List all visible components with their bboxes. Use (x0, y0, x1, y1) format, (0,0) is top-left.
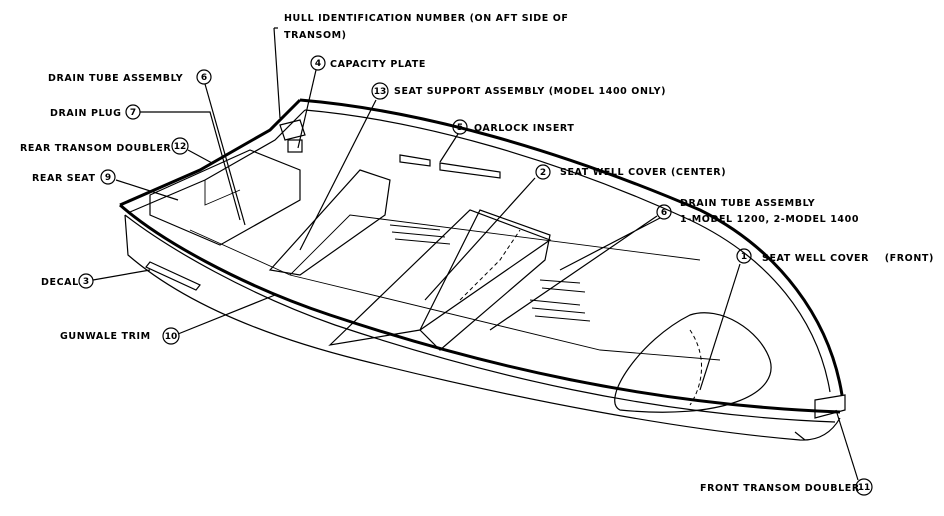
callout-circle-10 (162, 327, 180, 345)
callout-circle-2 (535, 164, 551, 180)
seat-support-label: SEAT SUPPORT ASSEMBLY (MODEL 1400 ONLY) (394, 86, 666, 97)
callout-number-7: 7 (130, 108, 136, 118)
callout-number-6-right: 6 (661, 208, 667, 218)
callout-number-9: 9 (105, 173, 111, 183)
drain-tube-right-label-line2: 1-MODEL 1200, 2-MODEL 1400 (680, 214, 859, 225)
rear-seat-label: REAR SEAT (32, 173, 96, 184)
drain-tube-left-label: DRAIN TUBE ASSEMBLY (48, 73, 183, 84)
callout-circle-1 (736, 248, 752, 264)
front-transom-doubler-label: FRONT TRANSOM DOUBLER (700, 483, 860, 494)
callout-circle-6-right (656, 204, 672, 220)
callout-number-4: 4 (315, 59, 321, 69)
rear-transom-doubler-label: REAR TRANSOM DOUBLER (20, 143, 171, 154)
callout-number-1: 1 (741, 252, 747, 262)
callout-circle-3 (78, 273, 94, 289)
seat-well-front-label: SEAT WELL COVER (FRONT) (762, 253, 934, 264)
callout-circle-5 (452, 119, 468, 135)
gunwale-trim-label: GUNWALE TRIM (60, 331, 151, 342)
callout-number-11: 11 (858, 483, 871, 493)
callout-number-6-left: 6 (201, 73, 207, 83)
oarlock-insert-label: OARLOCK INSERT (474, 123, 575, 134)
seat-well-center-label: SEAT WELL COVER (CENTER) (560, 167, 726, 178)
callout-number-10: 10 (165, 332, 178, 342)
callout-circle-6-left (196, 69, 212, 85)
callout-circle-12 (171, 137, 189, 155)
callout-number-5: 5 (457, 123, 463, 133)
callout-circle-11 (855, 478, 873, 496)
hull-id-label-line2: TRANSOM) (284, 30, 347, 41)
callout-number-12: 12 (174, 142, 187, 152)
capacity-plate-label: CAPACITY PLATE (330, 59, 426, 70)
drain-plug-label: DRAIN PLUG (50, 108, 122, 119)
drain-tube-right-label-line1: DRAIN TUBE ASSEMBLY (680, 198, 815, 209)
boat-hull (119, 98, 846, 441)
decal-label: DECAL (41, 277, 79, 288)
callout-number-2: 2 (540, 168, 546, 178)
callout-number-3: 3 (83, 277, 89, 287)
hull-id-label-line1: HULL IDENTIFICATION NUMBER (ON AFT SIDE … (284, 13, 569, 24)
leader-lines (92, 27, 859, 481)
callout-circle-7 (125, 104, 141, 120)
callout-number-13: 13 (374, 87, 387, 97)
callout-circle-13 (371, 82, 389, 100)
callout-circle-4 (310, 55, 326, 71)
callout-circle-9 (100, 169, 116, 185)
